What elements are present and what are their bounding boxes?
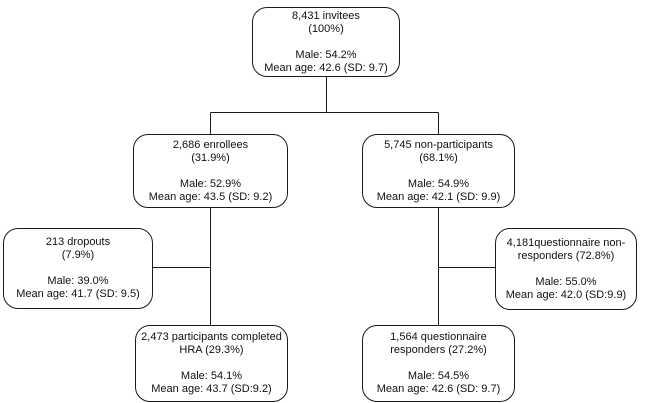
node-questionnaire-responders: 1,564 questionnaire responders (27.2%) M… xyxy=(362,325,515,402)
node-questionnaire-responders-title: 1,564 questionnaire responders (27.2%) xyxy=(390,331,487,356)
node-questionnaire-responders-stats: Male: 54.5% Mean age: 42.6 (SD: 9.7) xyxy=(376,370,501,395)
node-non-participants-title: 5,745 non-participants (68.1%) xyxy=(384,138,493,164)
node-non-participants: 5,745 non-participants (68.1%) Male: 54.… xyxy=(362,134,515,208)
node-questionnaire-non-responders-title: 4,181questionnaire non- responders (72.8… xyxy=(506,236,626,262)
node-enrollees-stats: Male: 52.9% Mean age: 43.5 (SD: 9.2) xyxy=(148,177,273,203)
node-participants-completed-hra-stats: Male: 54.1% Mean age: 43.7 (SD:9.2) xyxy=(151,370,272,395)
node-invitees-title: 8,431 invitees (100%) xyxy=(292,9,360,35)
node-participants-completed-hra-title: 2,473 participants completed HRA (29.3%) xyxy=(141,331,282,356)
node-invitees: 8,431 invitees (100%) Male: 54.2% Mean a… xyxy=(252,7,400,77)
node-non-participants-stats: Male: 54.9% Mean age: 42.1 (SD: 9.9) xyxy=(376,177,501,203)
node-dropouts: 213 dropouts (7.9%) Male: 39.0% Mean age… xyxy=(3,228,153,309)
node-invitees-stats: Male: 54.2% Mean age: 42.6 (SD: 9.7) xyxy=(264,48,388,74)
node-questionnaire-non-responders: 4,181questionnaire non- responders (72.8… xyxy=(495,228,637,310)
node-questionnaire-non-responders-stats: Male: 55.0% Mean age: 42.0 (SD:9.9) xyxy=(505,275,627,301)
node-enrollees-title: 2,686 enrollees (31.9%) xyxy=(172,138,249,164)
node-enrollees: 2,686 enrollees (31.9%) Male: 52.9% Mean… xyxy=(133,134,288,208)
node-participants-completed-hra: 2,473 participants completed HRA (29.3%)… xyxy=(135,325,288,402)
node-dropouts-stats: Male: 39.0% Mean age: 41.7 (SD: 9.5) xyxy=(16,275,140,300)
node-dropouts-title: 213 dropouts (7.9%) xyxy=(45,236,111,261)
